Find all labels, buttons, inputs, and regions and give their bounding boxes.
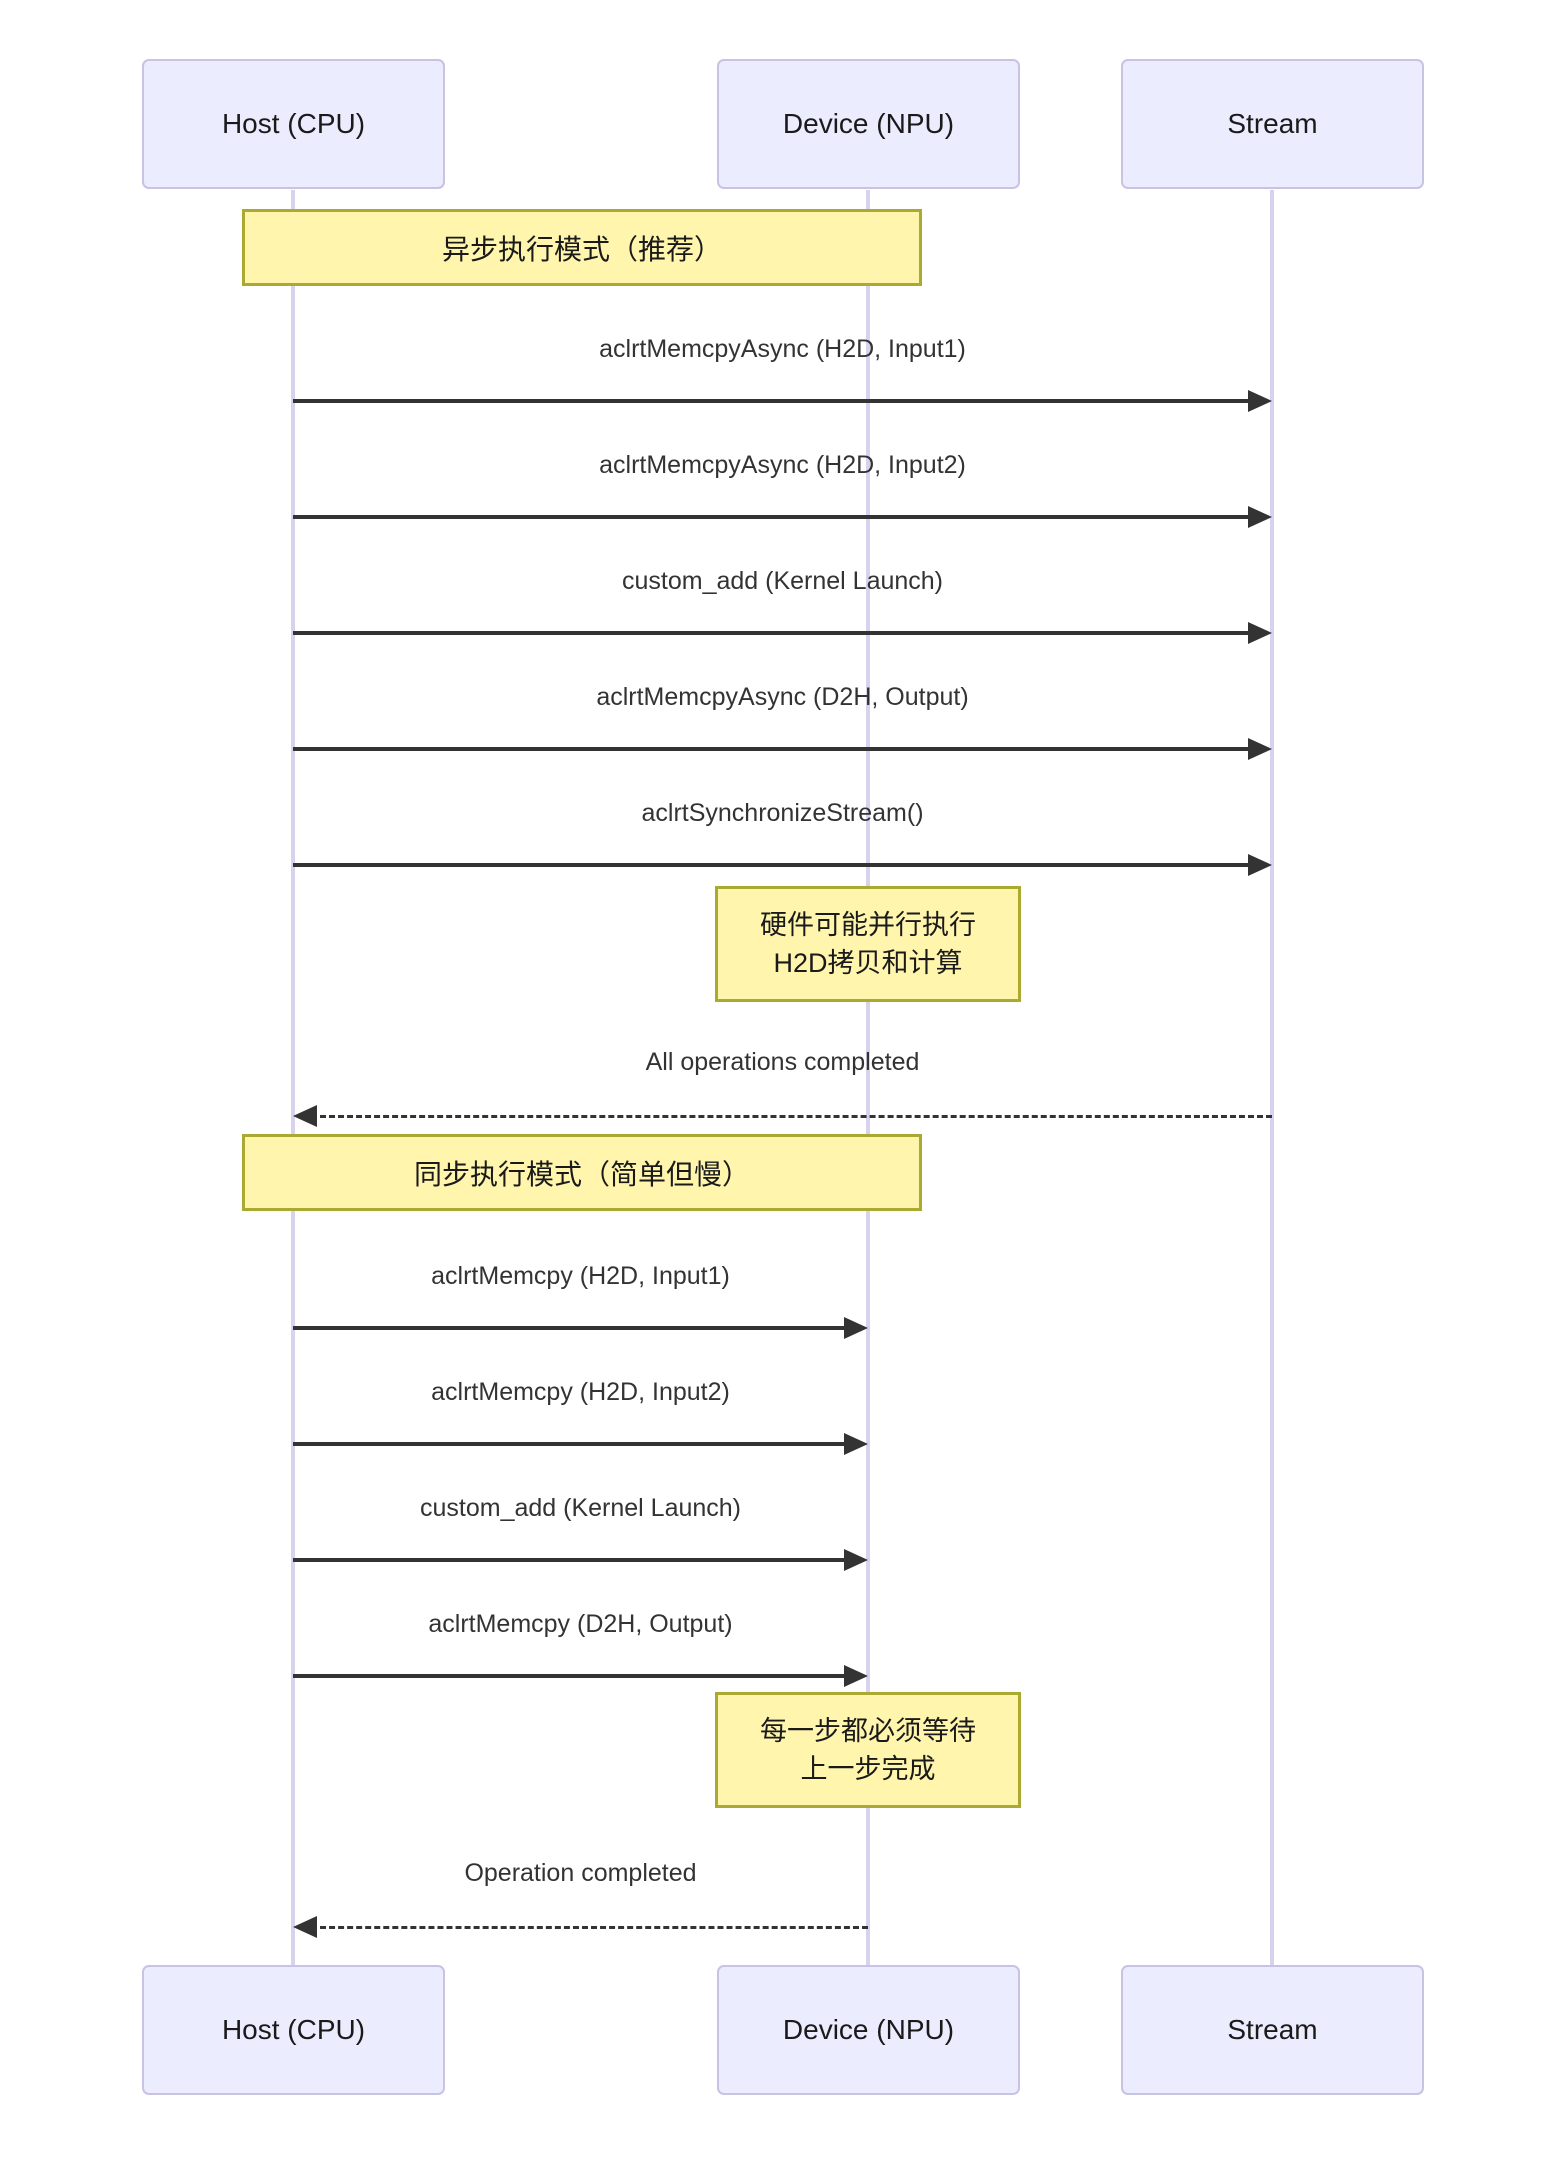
arrowhead-right-icon [1248, 506, 1272, 528]
actor-device-label: Device (NPU) [782, 2014, 955, 2045]
arrow-line [293, 1558, 850, 1562]
arrow-line [293, 631, 1254, 635]
note-line: 上一步完成 [800, 1754, 936, 1784]
message-label: aclrtMemcpyAsync (D2H, Output) [596, 683, 969, 711]
section-banner-async: 异步执行模式（推荐） [242, 209, 922, 286]
note-line: 每一步都必须等待 [760, 1716, 976, 1746]
message-label: aclrtMemcpy (D2H, Output) [428, 1610, 733, 1638]
actor-host-label: Host (CPU) [221, 2014, 366, 2045]
message-label: custom_add (Kernel Launch) [621, 567, 944, 595]
arrow-dashed-line [311, 1115, 1272, 1118]
arrowhead-right-icon [1248, 622, 1272, 644]
message-label: aclrtSynchronizeStream() [641, 799, 924, 827]
arrowhead-left-icon [293, 1916, 317, 1938]
arrow-dashed-line [311, 1926, 868, 1929]
return-label: Operation completed [464, 1859, 697, 1887]
arrow-line [293, 1442, 850, 1446]
arrow-line [293, 399, 1254, 403]
note-over-device-sync: 每一步都必须等待 上一步完成 [715, 1692, 1021, 1808]
note-line: H2D拷贝和计算 [773, 948, 963, 978]
arrowhead-right-icon [844, 1549, 868, 1571]
lifeline-device [866, 190, 870, 1965]
section-banner-sync-label: 同步执行模式（简单但慢） [413, 1158, 750, 1190]
actor-stream-bottom: Stream [1121, 1965, 1424, 2095]
message-label: aclrtMemcpy (H2D, Input1) [431, 1262, 730, 1290]
message-label: custom_add (Kernel Launch) [419, 1494, 742, 1522]
note-over-device-async: 硬件可能并行执行 H2D拷贝和计算 [715, 886, 1021, 1002]
arrowhead-right-icon [844, 1433, 868, 1455]
actor-stream-label: Stream [1227, 2014, 1318, 2045]
lifeline-stream [1270, 190, 1274, 1965]
actor-stream-label: Stream [1227, 108, 1318, 139]
arrowhead-right-icon [844, 1665, 868, 1687]
message-label: aclrtMemcpyAsync (H2D, Input1) [599, 335, 966, 363]
arrowhead-right-icon [1248, 390, 1272, 412]
actor-host-bottom: Host (CPU) [142, 1965, 445, 2095]
actor-device-label: Device (NPU) [782, 108, 955, 139]
arrow-line [293, 747, 1254, 751]
arrowhead-right-icon [1248, 854, 1272, 876]
actor-device-top: Device (NPU) [717, 59, 1020, 189]
arrowhead-left-icon [293, 1105, 317, 1127]
lifeline-host [291, 190, 295, 1965]
arrow-line [293, 1326, 850, 1330]
arrow-line [293, 1674, 850, 1678]
actor-stream-top: Stream [1121, 59, 1424, 189]
arrow-line [293, 515, 1254, 519]
actor-device-bottom: Device (NPU) [717, 1965, 1020, 2095]
arrowhead-right-icon [1248, 738, 1272, 760]
message-label: aclrtMemcpy (H2D, Input2) [431, 1378, 730, 1406]
arrow-line [293, 863, 1254, 867]
section-banner-async-label: 异步执行模式（推荐） [441, 233, 722, 265]
actor-host-label: Host (CPU) [221, 108, 366, 139]
message-label: aclrtMemcpyAsync (H2D, Input2) [599, 451, 966, 479]
note-line: 硬件可能并行执行 [760, 910, 976, 940]
arrowhead-right-icon [844, 1317, 868, 1339]
return-label: All operations completed [645, 1048, 920, 1076]
actor-host-top: Host (CPU) [142, 59, 445, 189]
section-banner-sync: 同步执行模式（简单但慢） [242, 1134, 922, 1211]
